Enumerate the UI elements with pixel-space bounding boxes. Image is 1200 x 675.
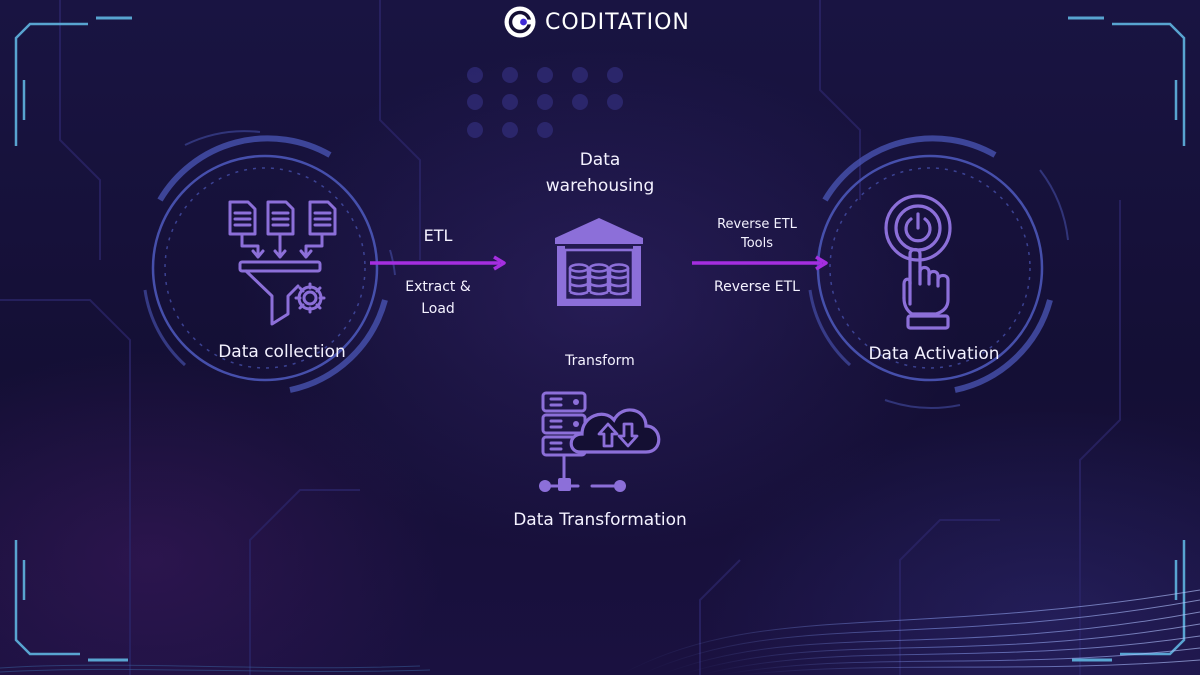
reverse-etl-arrow <box>692 255 828 271</box>
left-ring <box>143 130 396 393</box>
reverse-etl-tools-label-line1: Reverse ETL <box>717 217 797 232</box>
funnel-documents-icon <box>228 200 337 326</box>
wave-lines <box>619 589 1200 675</box>
cloud-server-icon <box>539 391 661 492</box>
right-ring <box>808 135 1069 409</box>
data-warehousing-label-line1: Data <box>579 150 621 170</box>
transform-label: Transform <box>565 353 635 369</box>
frame-corners <box>14 16 1186 662</box>
data-warehousing-label-line2: warehousing <box>545 176 655 196</box>
extract-load-label-line1: Extract & <box>405 279 471 295</box>
power-button-hand-icon <box>884 194 952 330</box>
data-activation-label: Data Activation <box>868 344 1000 364</box>
brand-logo: CODITATION <box>503 5 690 39</box>
etl-arrow <box>370 255 506 271</box>
data-transformation-label: Data Transformation <box>513 510 687 530</box>
warehouse-icon <box>555 218 643 306</box>
coditation-logo-icon <box>504 6 536 38</box>
extract-load-label-line2: Load <box>421 301 455 317</box>
brand-name: CODITATION <box>545 9 690 35</box>
reverse-etl-label: Reverse ETL <box>714 279 800 295</box>
data-collection-label: Data collection <box>218 342 346 362</box>
etl-label: ETL <box>423 226 453 245</box>
reverse-etl-tools-label-line2: Tools <box>740 236 774 251</box>
